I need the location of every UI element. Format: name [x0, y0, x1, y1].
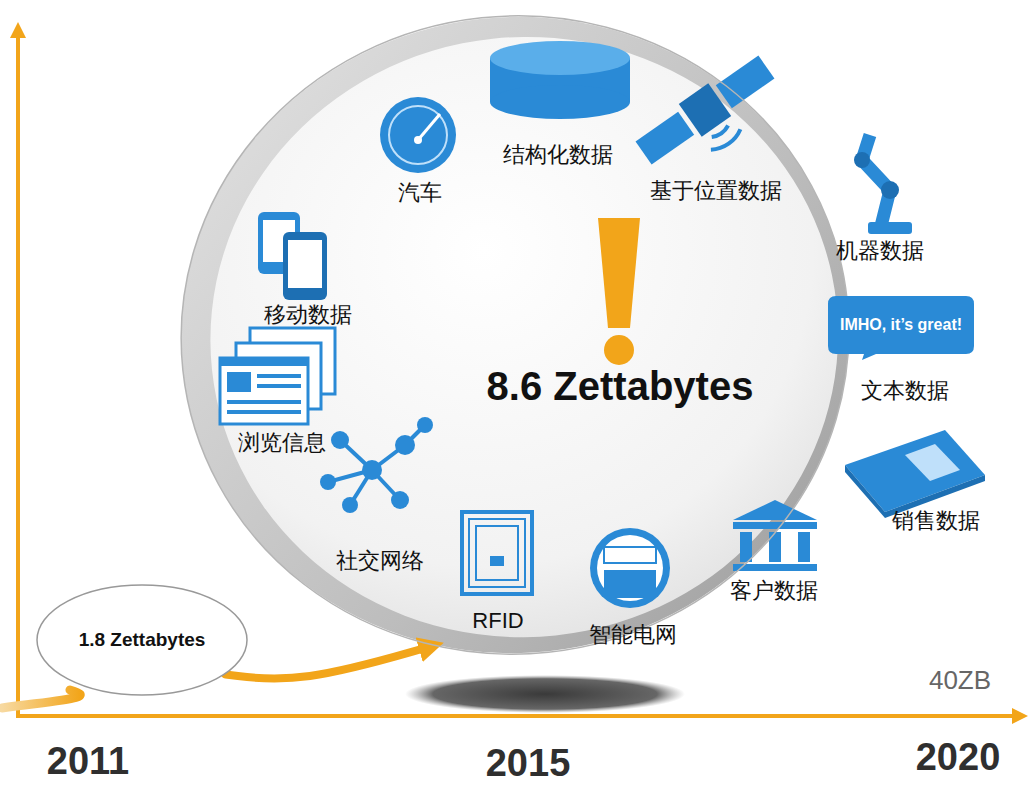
data-volume-ellipse: 8.6 ZettabytesIMHO, it’s great!	[180, 15, 850, 655]
year-label: 2015	[486, 742, 571, 785]
rfid-icon	[462, 512, 532, 594]
data-ellipse	[150, 0, 881, 686]
node-text: IMHO, it’s great!	[840, 315, 962, 334]
growth-swoosh	[2, 690, 80, 708]
mobile-icon	[258, 212, 327, 300]
data-volume-ellipse-shape	[180, 15, 850, 655]
x-axis	[16, 714, 1020, 718]
speech-bubble: IMHO, it’s great!	[828, 296, 974, 360]
icon-label: 社交网络	[336, 546, 424, 576]
y-axis	[16, 30, 20, 716]
icon-label: 基于位置数据	[650, 176, 782, 206]
robot-arm-icon	[854, 135, 912, 234]
satellite-icon	[632, 51, 790, 187]
node-text: 1.8 Zettabytes	[79, 629, 206, 652]
icon-label: RFID	[472, 608, 523, 634]
icon-label: 结构化数据	[503, 140, 613, 170]
exclamation-mark	[598, 218, 640, 365]
year-label: 2020	[916, 736, 1001, 779]
icon-label: 移动数据	[264, 300, 352, 330]
smart-meter-icon	[590, 528, 670, 608]
pos-terminal-icon	[845, 430, 985, 518]
volume-circle: 1.8 Zettabytes	[36, 584, 248, 696]
total-label: 40ZB	[929, 665, 991, 696]
growth-arrow	[226, 645, 434, 678]
year-label: 2011	[47, 740, 129, 783]
icon-label: 客户数据	[730, 576, 818, 606]
icon-label: 销售数据	[892, 506, 980, 536]
database-icon	[490, 41, 630, 119]
browser-icon	[220, 328, 335, 424]
bank-icon	[733, 500, 817, 571]
icon-label: 智能电网	[589, 620, 677, 650]
icon-label: 机器数据	[836, 236, 924, 266]
shadow	[405, 675, 685, 713]
icon-label: 汽车	[398, 178, 442, 208]
icon-label: 浏览信息	[238, 428, 326, 458]
social-network-icon	[320, 417, 433, 513]
node-text: 8.6 Zettabytes	[475, 367, 765, 405]
icon-label: 文本数据	[861, 376, 949, 406]
speedometer-icon	[380, 97, 456, 173]
